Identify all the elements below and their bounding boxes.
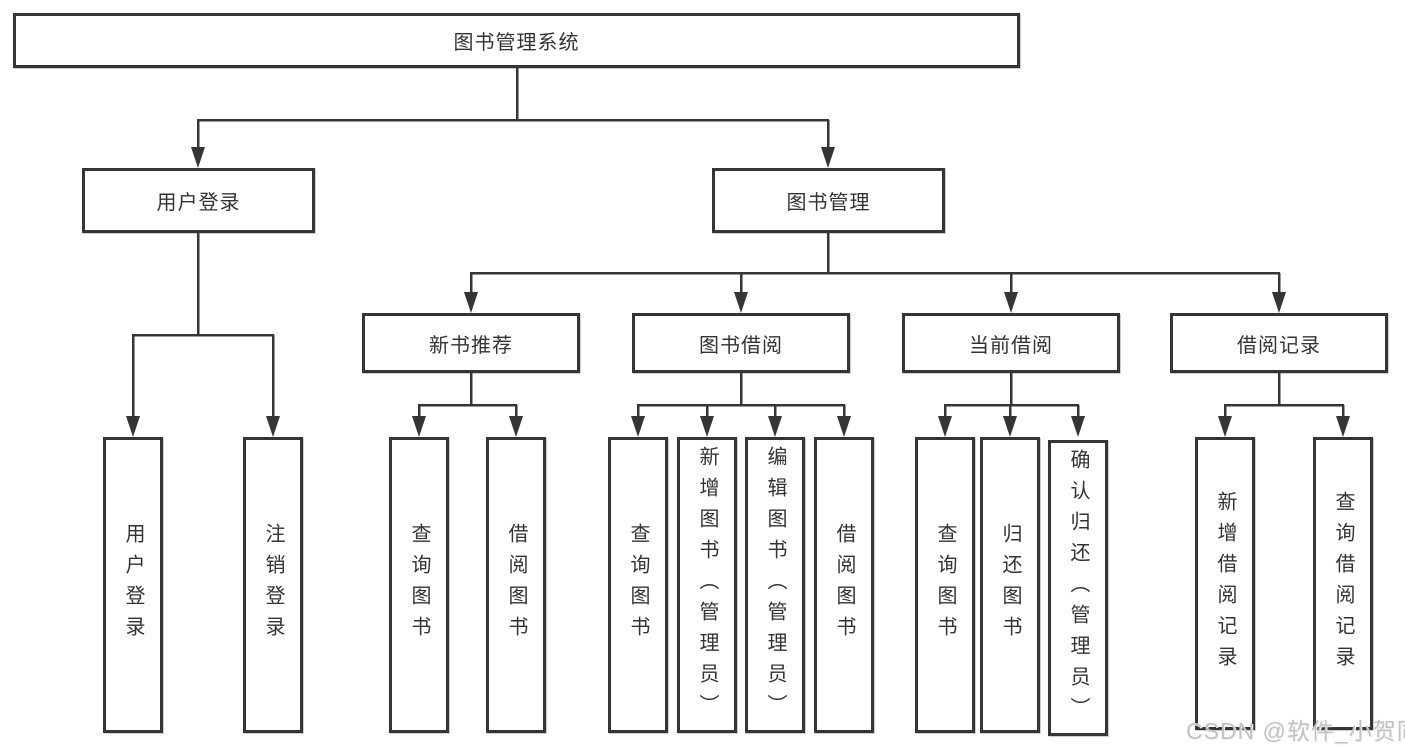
leaf-query-books-3: 查询图书	[915, 437, 975, 733]
node-current-borrowing: 当前借阅	[902, 313, 1120, 373]
leaf-logout: 注销登录	[243, 437, 303, 733]
leaf-add-books-admin: 新增图书（管理员）	[677, 437, 737, 733]
node-label: 图书管理系统	[453, 32, 580, 54]
leaf-user-login: 用户登录	[103, 437, 163, 733]
csdn-watermark: CSDN @软件_小贺同学	[1186, 718, 1405, 744]
node-label: 查询借阅记录	[1332, 490, 1354, 677]
leaf-borrow-books-2: 借阅图书	[814, 437, 874, 733]
leaf-query-borrow-record: 查询借阅记录	[1313, 437, 1373, 730]
node-label: 归还图书	[999, 523, 1021, 647]
node-label: 查询图书	[934, 523, 956, 647]
leaf-edit-books-admin: 编辑图书（管理员）	[745, 437, 805, 733]
node-label: 注销登录	[262, 523, 284, 647]
arrowheads	[126, 147, 1350, 437]
node-label: 确认归还（管理员）	[1067, 448, 1089, 728]
node-label: 新书推荐	[429, 334, 513, 357]
node-label: 借阅图书	[505, 523, 527, 647]
node-label: 编辑图书（管理员）	[764, 445, 786, 725]
node-new-book-recommend: 新书推荐	[362, 313, 580, 373]
node-user-login: 用户登录	[82, 168, 315, 233]
node-label: 图书借阅	[699, 334, 783, 357]
leaf-query-books-1: 查询图书	[389, 437, 449, 733]
leaf-return-books: 归还图书	[980, 437, 1040, 733]
node-label: 用户登录	[156, 192, 241, 214]
node-library-management-system: 图书管理系统	[13, 13, 1020, 68]
node-label: 查询图书	[627, 523, 649, 647]
node-label: 新增借阅记录	[1214, 490, 1236, 677]
leaf-query-books-2: 查询图书	[608, 437, 668, 733]
node-label: 查询图书	[408, 523, 430, 647]
node-book-management: 图书管理	[712, 168, 945, 233]
node-borrowing-records: 借阅记录	[1170, 313, 1388, 373]
leaf-add-borrow-record: 新增借阅记录	[1195, 437, 1255, 730]
leaf-confirm-return-admin: 确认归还（管理员）	[1048, 440, 1108, 736]
node-label: 借阅图书	[833, 523, 855, 647]
node-book-borrowing: 图书借阅	[632, 313, 850, 373]
node-label: 图书管理	[786, 192, 871, 214]
leaf-borrow-books-1: 借阅图书	[486, 437, 546, 733]
node-label: 借阅记录	[1237, 334, 1321, 357]
node-label: 新增图书（管理员）	[696, 445, 718, 725]
node-label: 用户登录	[122, 523, 144, 647]
node-label: 当前借阅	[969, 334, 1053, 357]
